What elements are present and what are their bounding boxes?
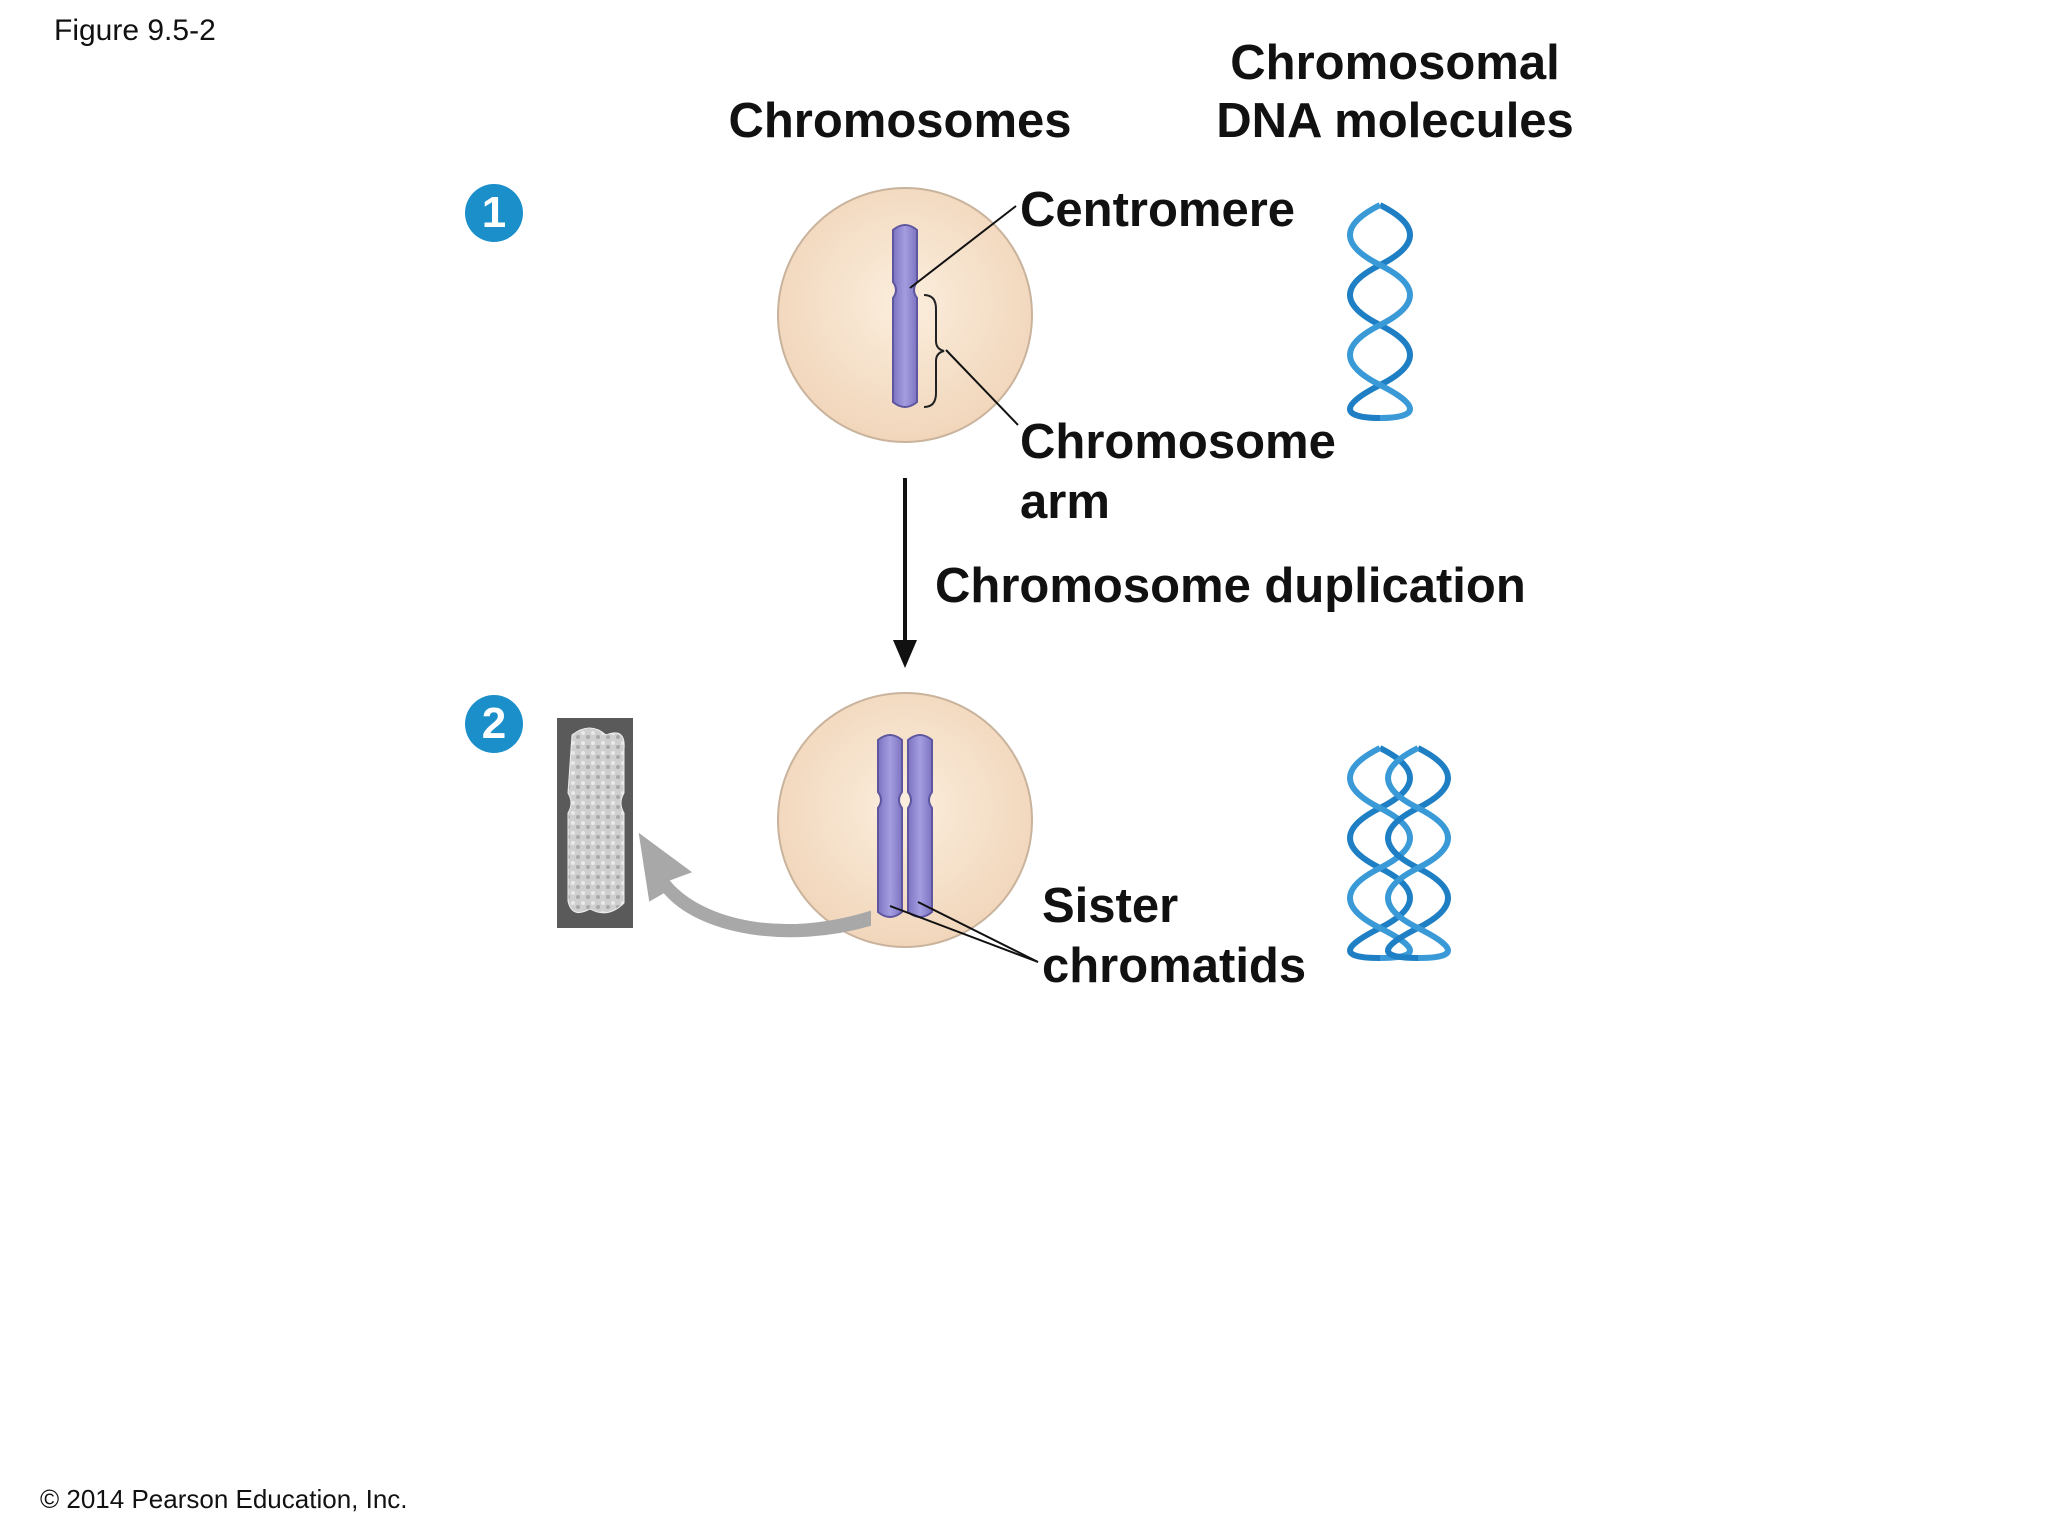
label-chromosome-duplication: Chromosome duplication — [935, 559, 1526, 613]
nucleus-step-1 — [777, 187, 1033, 443]
micrograph-pointer-arrow — [638, 832, 871, 938]
label-arm-line2: arm — [1020, 475, 1110, 529]
figure-label: Figure 9.5-2 — [54, 14, 216, 47]
sister-chromatid-right — [907, 734, 933, 918]
arm-bracket — [923, 294, 945, 408]
label-centromere: Centromere — [1020, 183, 1296, 237]
copyright-notice: © 2014 Pearson Education, Inc. — [40, 1484, 408, 1514]
dna-helix-step-2-a — [1347, 745, 1413, 961]
nucleus-step-2 — [777, 692, 1039, 963]
sister-leader-2 — [917, 901, 1039, 963]
label-sister-line1: Sister — [1042, 879, 1179, 933]
header-dna-molecules: Chromosomal DNA molecules — [1150, 34, 1640, 150]
dna-helix-step-1 — [1347, 202, 1413, 421]
label-sister-chromatids: Sister chromatids — [1042, 876, 1306, 996]
step-2-badge: 2 — [465, 695, 523, 753]
step-1-badge: 1 — [465, 184, 523, 242]
label-sister-line2: chromatids — [1042, 939, 1307, 993]
duplication-arrow — [893, 478, 917, 668]
arm-leader — [945, 349, 1019, 426]
centromere-leader — [909, 205, 1017, 289]
label-arm-line1: Chromosome — [1020, 415, 1336, 469]
dna-helix-step-2-b — [1385, 745, 1451, 961]
label-chromosome-arm: Chromosome arm — [1020, 412, 1336, 532]
sister-leader-1 — [889, 905, 1039, 963]
header-dna-line1: Chromosomal — [1230, 36, 1560, 90]
sister-chromatid-left — [877, 734, 903, 918]
header-dna-line2: DNA molecules — [1216, 94, 1574, 148]
chromosome-micrograph — [557, 718, 633, 928]
chromosome-unduplicated — [892, 224, 918, 408]
header-chromosomes: Chromosomes — [728, 94, 1072, 148]
